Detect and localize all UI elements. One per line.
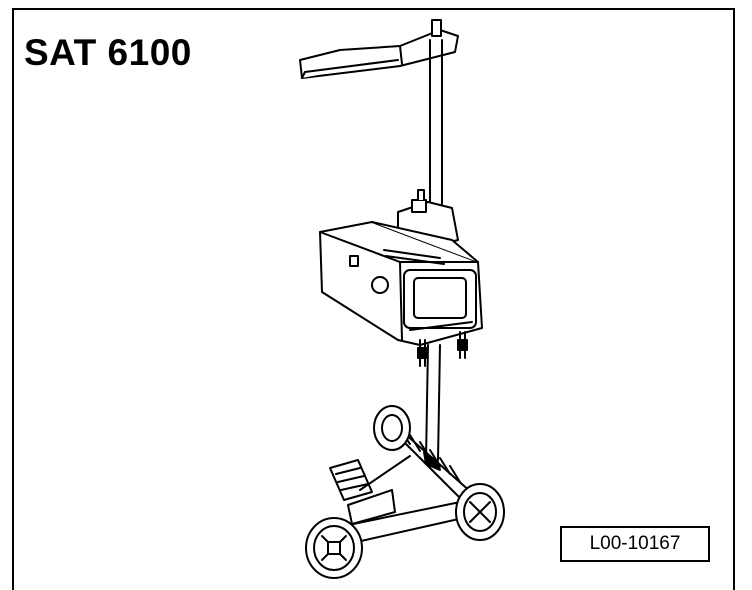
- figure-frame: [12, 8, 735, 590]
- rear-wheel: [373, 405, 411, 451]
- front-right-wheel: [455, 483, 505, 541]
- front-left-wheel: [305, 517, 363, 579]
- foot-pedal: [329, 455, 411, 525]
- figure-title: SAT 6100: [24, 32, 192, 73]
- optical-housing: [319, 221, 483, 346]
- visor-mirror: [299, 19, 459, 79]
- vertical-column: [425, 39, 443, 461]
- reference-code-box: L00-10167: [560, 526, 710, 562]
- adjustment-knobs: [417, 331, 468, 367]
